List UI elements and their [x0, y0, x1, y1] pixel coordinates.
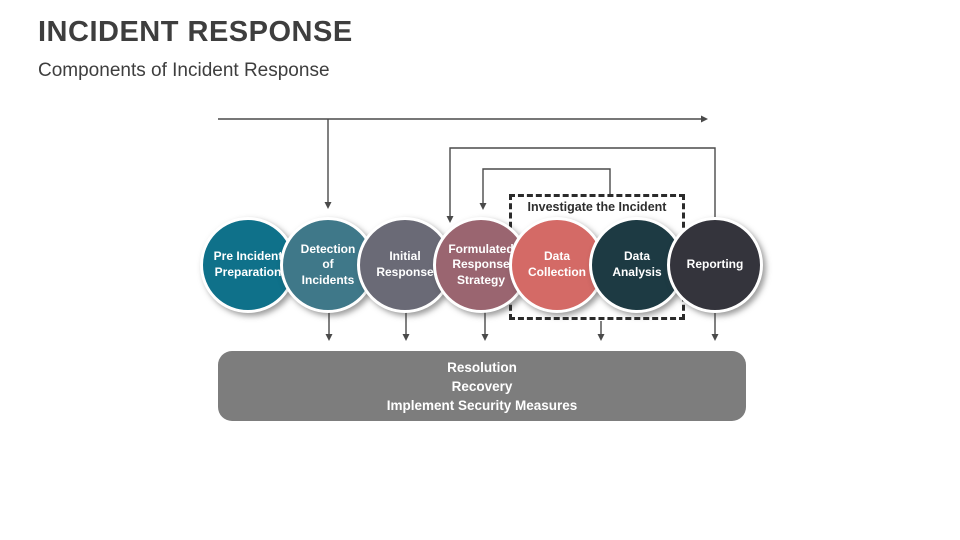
circle-formulated-response-strategy: Formulated Response Strategy	[433, 217, 529, 313]
circle-reporting: Reporting	[667, 217, 763, 313]
page-subtitle: Components of Incident Response	[38, 60, 330, 81]
bottom-box: Resolution Recovery Implement Security M…	[218, 351, 746, 421]
feedback-investigate-to-strategy	[479, 168, 611, 210]
circle-label: Data Analysis	[612, 249, 662, 279]
page-title: INCIDENT RESPONSE	[38, 16, 353, 48]
circle-label: Pre Incident Preparation	[213, 249, 283, 279]
circle-label: Reporting	[686, 257, 744, 272]
bottom-box-line-resolution: Resolution	[447, 359, 517, 375]
circle-label: Initial Response	[376, 249, 434, 279]
circle-label: Data Collection	[527, 249, 586, 279]
feedback-reporting-to-strategy	[446, 147, 716, 223]
bottom-box-line-implement-security-measures: Implement Security Measures	[386, 397, 578, 413]
investigate-incident-label: Investigate the Incident	[527, 200, 667, 214]
bottom-box-line-recovery: Recovery	[451, 378, 513, 394]
circle-label: Formulated Response Strategy	[448, 241, 514, 287]
circle-label: Detection of Incidents	[300, 241, 356, 287]
